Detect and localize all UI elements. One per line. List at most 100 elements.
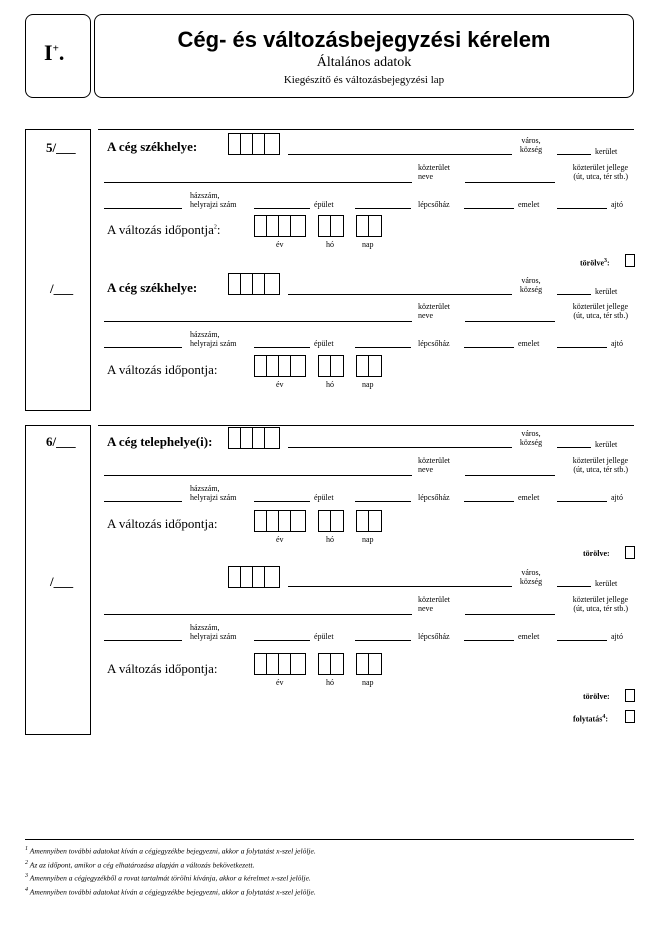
- district-label-2: kerület: [595, 287, 618, 296]
- year-label-1: év: [276, 240, 284, 249]
- stair-line-2[interactable]: [355, 347, 411, 348]
- street-type-label-1: közterület jellege(út, utca, tér stb.): [572, 163, 628, 181]
- day-label-2: nap: [362, 380, 374, 389]
- branch-label: A cég telephelye(i):: [107, 434, 213, 449]
- day-cells-3[interactable]: [356, 510, 382, 532]
- door-line-2[interactable]: [557, 347, 607, 348]
- section5-num2[interactable]: /___: [50, 281, 74, 296]
- form-code-box: [25, 14, 91, 98]
- door-line-1[interactable]: [557, 208, 607, 209]
- section6-top-rule: [98, 425, 634, 426]
- housenum-line-4[interactable]: [104, 640, 182, 641]
- footnotes: 1 Amennyiben további adatokat kíván a cé…: [25, 845, 635, 896]
- day-cells-1[interactable]: [356, 215, 382, 237]
- year-cells-3[interactable]: [254, 510, 306, 532]
- building-line-4[interactable]: [254, 640, 310, 641]
- month-cells-3[interactable]: [318, 510, 344, 532]
- district-line-1[interactable]: [557, 154, 591, 155]
- door-line-4[interactable]: [557, 640, 607, 641]
- housenum-label-3: házszám,helyrajzi szám: [190, 484, 237, 502]
- stair-line-3[interactable]: [355, 501, 411, 502]
- deleted-checkbox-4[interactable]: [625, 689, 635, 702]
- street-name-line-3[interactable]: [465, 475, 555, 476]
- district-line-2[interactable]: [557, 294, 591, 295]
- floor-line-1[interactable]: [464, 208, 514, 209]
- street-name-line-2[interactable]: [465, 321, 555, 322]
- street-name-line-4[interactable]: [465, 614, 555, 615]
- form-code-sup: +: [52, 42, 59, 55]
- building-line-1[interactable]: [254, 208, 310, 209]
- street-name-line-1[interactable]: [465, 182, 555, 183]
- city-line-2[interactable]: [288, 294, 512, 295]
- stair-line-1[interactable]: [355, 208, 411, 209]
- city-line-1[interactable]: [288, 154, 512, 155]
- housenum-line-1[interactable]: [104, 208, 182, 209]
- housenum-label-4: házszám,helyrajzi szám: [190, 623, 237, 641]
- year-label-3: év: [276, 535, 284, 544]
- floor-line-3[interactable]: [464, 501, 514, 502]
- housenum-label-1: házszám,helyrajzi szám: [190, 191, 237, 209]
- page-title: Cég- és változásbejegyzési kérelem: [177, 27, 551, 52]
- street-line-3[interactable]: [104, 475, 412, 476]
- housenum-label-2: házszám,helyrajzi szám: [190, 330, 237, 348]
- stair-label-4: lépcsőház: [418, 632, 450, 641]
- month-cells-2[interactable]: [318, 355, 344, 377]
- section6-num1[interactable]: 6/___: [46, 434, 76, 449]
- day-cells-4[interactable]: [356, 653, 382, 675]
- building-line-3[interactable]: [254, 501, 310, 502]
- footnote-rule: [25, 839, 634, 840]
- seat-label-2: A cég székhelye:: [107, 280, 198, 295]
- district-label-1: kerület: [595, 147, 618, 156]
- building-label-2: épület: [314, 339, 334, 348]
- postal-code-cells-4[interactable]: [228, 566, 280, 588]
- form-code-dot: .: [58, 40, 65, 65]
- housenum-line-2[interactable]: [104, 347, 182, 348]
- deleted-label-3: törölve:: [583, 549, 610, 558]
- housenum-line-3[interactable]: [104, 501, 182, 502]
- city-label-2: város,község: [519, 276, 543, 294]
- continuation-checkbox[interactable]: [625, 710, 635, 723]
- day-cells-2[interactable]: [356, 355, 382, 377]
- year-cells-4[interactable]: [254, 653, 306, 675]
- continuation-label: folytatás4:: [573, 714, 608, 724]
- street-line-2[interactable]: [104, 321, 412, 322]
- deleted-checkbox-3[interactable]: [625, 546, 635, 559]
- postal-code-cells-3[interactable]: [228, 427, 280, 449]
- city-label-3: város,község: [519, 429, 543, 447]
- year-cells-1[interactable]: [254, 215, 306, 237]
- postal-code-cells-1[interactable]: [228, 133, 280, 155]
- building-label-1: épület: [314, 200, 334, 209]
- deleted-label-4: törölve:: [583, 692, 610, 701]
- month-label-3: hó: [326, 535, 334, 544]
- street-line-4[interactable]: [104, 614, 412, 615]
- month-label-1: hó: [326, 240, 334, 249]
- section5-num1[interactable]: 5/___: [46, 140, 76, 155]
- city-line-4[interactable]: [288, 586, 512, 587]
- postal-code-cells-2[interactable]: [228, 273, 280, 295]
- day-label-1: nap: [362, 240, 374, 249]
- floor-line-4[interactable]: [464, 640, 514, 641]
- month-label-2: hó: [326, 380, 334, 389]
- section6-num2[interactable]: /___: [50, 574, 74, 589]
- deleted-checkbox-1[interactable]: [625, 254, 635, 267]
- district-line-4[interactable]: [557, 586, 591, 587]
- section5-top-rule: [98, 129, 634, 130]
- day-label-4: nap: [362, 678, 374, 687]
- change-date-label-3: A változás időpontja:: [107, 516, 218, 531]
- month-cells-4[interactable]: [318, 653, 344, 675]
- footnote-2: 2 Az az időpont, amikor a cég elhatározá…: [25, 859, 255, 870]
- change-date-label-1: A változás időpontja2:: [107, 222, 221, 237]
- stair-label-3: lépcsőház: [418, 493, 450, 502]
- year-label-4: év: [276, 678, 284, 687]
- street-line-1[interactable]: [104, 182, 412, 183]
- door-line-3[interactable]: [557, 501, 607, 502]
- building-label-3: épület: [314, 493, 334, 502]
- month-cells-1[interactable]: [318, 215, 344, 237]
- city-line-3[interactable]: [288, 447, 512, 448]
- year-cells-2[interactable]: [254, 355, 306, 377]
- district-line-3[interactable]: [557, 447, 591, 448]
- form-code: I+.: [44, 40, 64, 66]
- stair-line-4[interactable]: [355, 640, 411, 641]
- floor-line-2[interactable]: [464, 347, 514, 348]
- building-line-2[interactable]: [254, 347, 310, 348]
